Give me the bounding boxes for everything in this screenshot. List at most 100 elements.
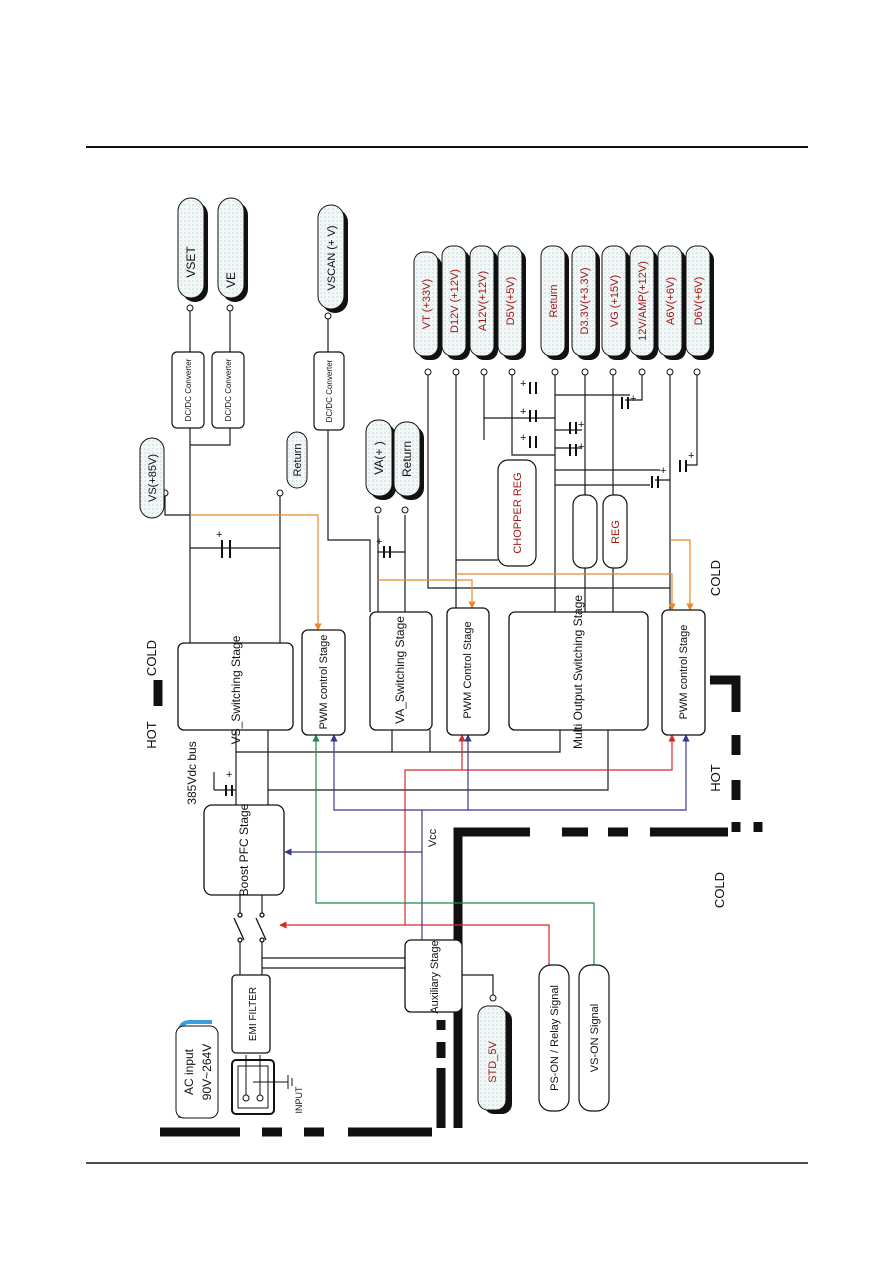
dcdc-converter-1: DC/DC Converter <box>171 351 205 429</box>
ac-input-connector <box>231 1055 293 1115</box>
output-d6v-label: D6V(+6V) <box>693 277 705 326</box>
output-d6v: D6V(+6V) <box>685 245 714 360</box>
va-switching-stage: VA_Switching Stage <box>369 611 433 731</box>
cold-label-3: COLD <box>712 872 727 908</box>
output-vs: VS(+85V) <box>139 437 165 519</box>
svg-text:+: + <box>688 450 694 462</box>
output-12v-amp: 12V/AMP(+12V) <box>629 245 658 360</box>
svg-text:+: + <box>578 441 584 453</box>
output-va-label: VA(+ ) <box>372 441 386 474</box>
output-ve-label: VE <box>224 272 238 288</box>
pwm-control-1-label: PWM control Stage <box>318 635 330 730</box>
output-return-3: Return <box>540 245 569 360</box>
output-vset: VSET <box>177 197 208 302</box>
output-va: VA(+ ) <box>365 419 396 500</box>
output-vg-label: VG (+15V) <box>609 275 621 327</box>
relay-switch <box>233 912 267 943</box>
auxiliary-label: Auxiliary Stage <box>429 940 441 1013</box>
output-d12v: D12V (+12V) <box>441 245 470 360</box>
orange-feedback <box>190 514 694 631</box>
output-d33v-label: D3.3V(+3.3V) <box>579 268 591 335</box>
bus-label: 385Vdc bus <box>185 741 199 804</box>
vs-switching-label: VS_Switching Stage <box>229 635 243 744</box>
vcc-label: Vcc <box>427 828 439 847</box>
cap-plus-signs: + + + + + + + + + + + <box>216 378 694 781</box>
emi-filter: EMI FILTER <box>231 974 271 1054</box>
pwm-control-stage-1: PWM control Stage <box>301 629 346 736</box>
multi-output-label: Multi Output Switching Stage <box>571 595 585 749</box>
output-std-5v: STD_5V <box>477 1005 512 1114</box>
output-return-1: Return <box>286 431 308 489</box>
output-vscan: VSCAN (+ V) <box>317 204 348 313</box>
ps-on-label: PS-ON / Relay Signal <box>549 985 561 1091</box>
chopper-reg-label: CHOPPER REG <box>512 472 524 553</box>
output-vg: VG (+15V) <box>601 245 630 360</box>
output-std-5v-label: STD_5V <box>487 1041 499 1083</box>
output-a12v: A12V(+12V) <box>469 245 498 360</box>
svg-text:+: + <box>520 432 526 444</box>
cold-label-1: COLD <box>144 640 159 676</box>
auxiliary-stage: Auxiliary Stage <box>404 939 463 1014</box>
vs-on-signal: VS-ON Signal <box>578 964 610 1112</box>
output-return-2-label: Return <box>400 441 414 477</box>
vs-switching-stage: VS_Switching Stage <box>177 635 294 744</box>
output-d5v: D5V(+5V) <box>497 245 526 360</box>
boost-pfc-label: Boost PFC Stage <box>237 803 251 896</box>
svg-text:+: + <box>630 393 636 405</box>
output-vt-label: VT (+33V) <box>421 279 433 329</box>
capacitors <box>221 382 687 796</box>
output-vset-label: VSET <box>184 246 198 278</box>
svg-text:+: + <box>520 378 526 390</box>
svg-text:+: + <box>226 769 232 781</box>
reg-label: REG <box>610 520 622 544</box>
input-label: INPUT <box>294 1086 304 1114</box>
ps-on-relay-signal: PS-ON / Relay Signal <box>538 964 570 1112</box>
cold-label-2: COLD <box>708 560 723 596</box>
output-return-3-label: Return <box>548 284 560 317</box>
output-d12v-label: D12V (+12V) <box>449 269 461 333</box>
wiring <box>164 310 698 995</box>
dcdc-2-label: DC/DC Converter <box>224 358 233 421</box>
output-return-2: Return <box>393 421 424 500</box>
output-vs-label: VS(+85V) <box>147 454 159 502</box>
emi-filter-label: EMI FILTER <box>248 987 259 1041</box>
output-a12v-label: A12V(+12V) <box>477 271 489 331</box>
svg-text:+: + <box>578 419 584 431</box>
isolation-boundary <box>153 675 763 1137</box>
ac-input-label-1: AC input <box>182 1048 196 1095</box>
output-ve: VE <box>217 197 248 302</box>
va-switching-label: VA_Switching Stage <box>393 616 407 724</box>
reg-block-2: REG <box>602 494 628 569</box>
output-a6v: A6V(+6V) <box>657 245 686 360</box>
svg-text:+: + <box>216 529 222 541</box>
output-d5v-label: D5V(+5V) <box>505 277 517 326</box>
hot-label-1: HOT <box>144 721 159 749</box>
vs-on-label: VS-ON Signal <box>589 1004 601 1072</box>
output-a6v-label: A6V(+6V) <box>665 277 677 325</box>
ac-input-label-2: 90V~264V <box>200 1044 214 1100</box>
hot-label-2: HOT <box>708 764 723 792</box>
green-signal <box>312 734 595 965</box>
output-d33v: D3.3V(+3.3V) <box>571 245 600 360</box>
boost-pfc-stage: Boost PFC Stage <box>203 803 285 896</box>
multi-output-switching-stage: Multi Output Switching Stage <box>508 595 649 749</box>
dcdc-1-label: DC/DC Converter <box>184 358 193 421</box>
blue-vcc <box>284 734 690 945</box>
pwm-control-stage-2: PWM Control Stage <box>446 607 490 736</box>
red-signal <box>279 734 676 965</box>
output-vt: VT (+33V) <box>413 251 442 360</box>
pwm-control-2-label: PWM Control Stage <box>462 621 474 718</box>
output-vscan-label: VSCAN (+ V) <box>326 225 338 290</box>
output-12v-amp-label: 12V/AMP(+12V) <box>637 261 649 341</box>
chopper-reg: CHOPPER REG <box>497 459 537 567</box>
ac-input-box: AC input 90V~264V <box>175 1020 219 1119</box>
svg-text:+: + <box>520 406 526 418</box>
svg-text:+: + <box>660 465 666 477</box>
dcdc-3-label: DC/DC Converter <box>325 359 334 422</box>
svg-text:+: + <box>376 536 382 548</box>
reg-block-1 <box>572 494 598 569</box>
dcdc-converter-2: DC/DC Converter <box>211 351 245 429</box>
output-return-1-label: Return <box>292 443 304 476</box>
pwm-control-stage-3: PWM control Stage <box>661 609 706 736</box>
